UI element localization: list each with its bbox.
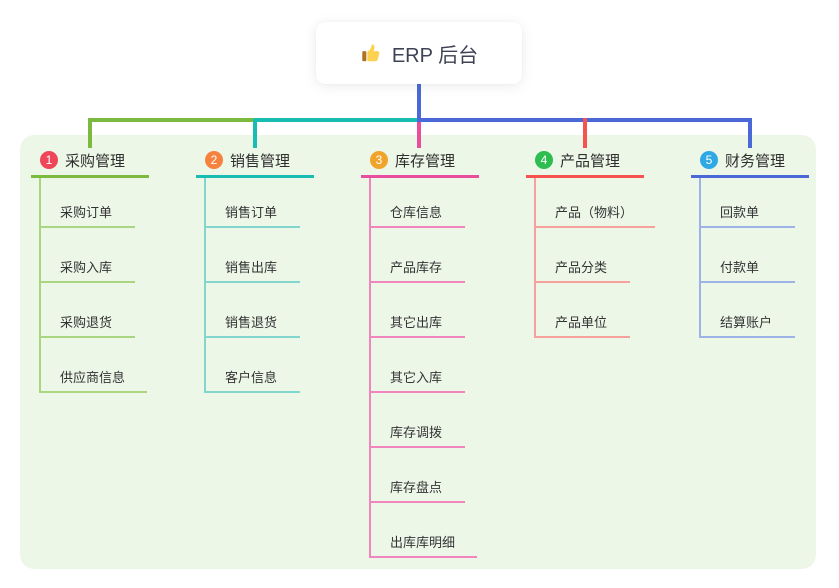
branch-column-product: 4 产品管理 产品（物料） 产品分类 产品单位 [526, 145, 656, 338]
child-row: 库存调拨 [371, 393, 477, 448]
child-row: 其它入库 [371, 338, 477, 393]
branch-column-inventory: 3 库存管理 仓库信息 产品库存 其它出库 其它入库 库存调拨 库存盘点 出库库… [361, 145, 479, 558]
child-row: 销售出库 [206, 228, 300, 283]
child-row: 产品（物料） [536, 178, 656, 228]
node-receipt-bill[interactable]: 回款单 [701, 202, 795, 228]
child-row: 销售订单 [206, 178, 300, 228]
drop-line-inventory [417, 122, 421, 148]
branch-title-product: 产品管理 [560, 152, 621, 170]
branch-title-finance: 财务管理 [725, 152, 786, 170]
drop-line-purchase [88, 118, 92, 148]
branch-column-sales: 2 销售管理 销售订单 销售出库 销售退货 客户信息 [196, 145, 314, 393]
child-row: 产品单位 [536, 283, 655, 338]
node-sales-order[interactable]: 销售订单 [206, 202, 300, 228]
node-product-unit[interactable]: 产品单位 [536, 312, 630, 338]
branch-badge-3: 3 [370, 151, 388, 169]
child-row: 库存盘点 [371, 448, 477, 503]
branch-node-purchase[interactable]: 1 采购管理 [31, 145, 149, 178]
node-product-category[interactable]: 产品分类 [536, 257, 630, 283]
branch-node-inventory[interactable]: 3 库存管理 [361, 145, 479, 178]
node-customer-info[interactable]: 客户信息 [206, 367, 300, 393]
branch-title-purchase: 采购管理 [65, 152, 126, 170]
node-supplier-info[interactable]: 供应商信息 [41, 367, 148, 393]
node-sales-outbound[interactable]: 销售出库 [206, 257, 300, 283]
branch-column-finance: 5 财务管理 回款单 付款单 结算账户 [691, 145, 809, 338]
branch-children-inventory: 仓库信息 产品库存 其它出库 其它入库 库存调拨 库存盘点 出库库明细 [369, 178, 478, 558]
child-row: 销售退货 [206, 283, 300, 338]
branch-children-sales: 销售订单 销售出库 销售退货 客户信息 [204, 178, 300, 393]
branch-title-sales: 销售管理 [230, 152, 291, 170]
branch-node-finance[interactable]: 5 财务管理 [691, 145, 809, 178]
node-warehouse-info[interactable]: 仓库信息 [371, 202, 465, 228]
node-product-stock[interactable]: 产品库存 [371, 257, 465, 283]
child-row: 付款单 [701, 228, 795, 283]
node-payment-bill[interactable]: 付款单 [701, 257, 795, 283]
node-purchase-return[interactable]: 采购退货 [41, 312, 135, 338]
child-row: 供应商信息 [41, 338, 148, 393]
mindmap-panel [20, 135, 816, 569]
child-row: 结算账户 [701, 283, 795, 338]
node-stock-count[interactable]: 库存盘点 [371, 477, 465, 503]
branch-children-purchase: 采购订单 采购入库 采购退货 供应商信息 [39, 178, 148, 393]
child-row: 采购订单 [41, 178, 147, 228]
drop-line-product [583, 118, 587, 148]
child-row: 出库库明细 [371, 503, 478, 558]
branch-badge-4: 4 [535, 151, 553, 169]
node-product-material[interactable]: 产品（物料） [536, 202, 656, 228]
branch-node-sales[interactable]: 2 销售管理 [196, 145, 314, 178]
root-title: ERP 后台 [391, 44, 479, 67]
root-connector-line [417, 84, 421, 122]
node-other-outbound[interactable]: 其它出库 [371, 312, 465, 338]
node-purchase-inbound[interactable]: 采购入库 [41, 257, 135, 283]
branch-badge-5: 5 [700, 151, 718, 169]
branch-badge-2: 2 [205, 151, 223, 169]
child-row: 产品库存 [371, 228, 477, 283]
node-outbound-detail[interactable]: 出库库明细 [371, 532, 478, 558]
child-row: 其它出库 [371, 283, 477, 338]
branch-badge-1: 1 [40, 151, 58, 169]
bus-line-green [88, 118, 255, 122]
branch-node-product[interactable]: 4 产品管理 [526, 145, 644, 178]
child-row: 客户信息 [206, 338, 300, 393]
bus-line-teal [253, 118, 421, 122]
child-row: 采购入库 [41, 228, 147, 283]
branch-children-product: 产品（物料） 产品分类 产品单位 [534, 178, 656, 338]
child-row: 产品分类 [536, 228, 655, 283]
node-stock-transfer[interactable]: 库存调拨 [371, 422, 465, 448]
drop-line-finance [748, 118, 752, 148]
root-node[interactable]: ERP 后台 [316, 22, 522, 84]
node-other-inbound[interactable]: 其它入库 [371, 367, 465, 393]
branch-column-purchase: 1 采购管理 采购订单 采购入库 采购退货 供应商信息 [31, 145, 149, 393]
node-sales-return[interactable]: 销售退货 [206, 312, 300, 338]
child-row: 采购退货 [41, 283, 147, 338]
node-purchase-order[interactable]: 采购订单 [41, 202, 135, 228]
branch-title-inventory: 库存管理 [395, 152, 456, 170]
branch-children-finance: 回款单 付款单 结算账户 [699, 178, 795, 338]
child-row: 回款单 [701, 178, 795, 228]
node-settlement-account[interactable]: 结算账户 [701, 312, 795, 338]
child-row: 仓库信息 [371, 178, 477, 228]
drop-line-sales [253, 118, 257, 148]
thumbs-up-icon [360, 42, 382, 64]
